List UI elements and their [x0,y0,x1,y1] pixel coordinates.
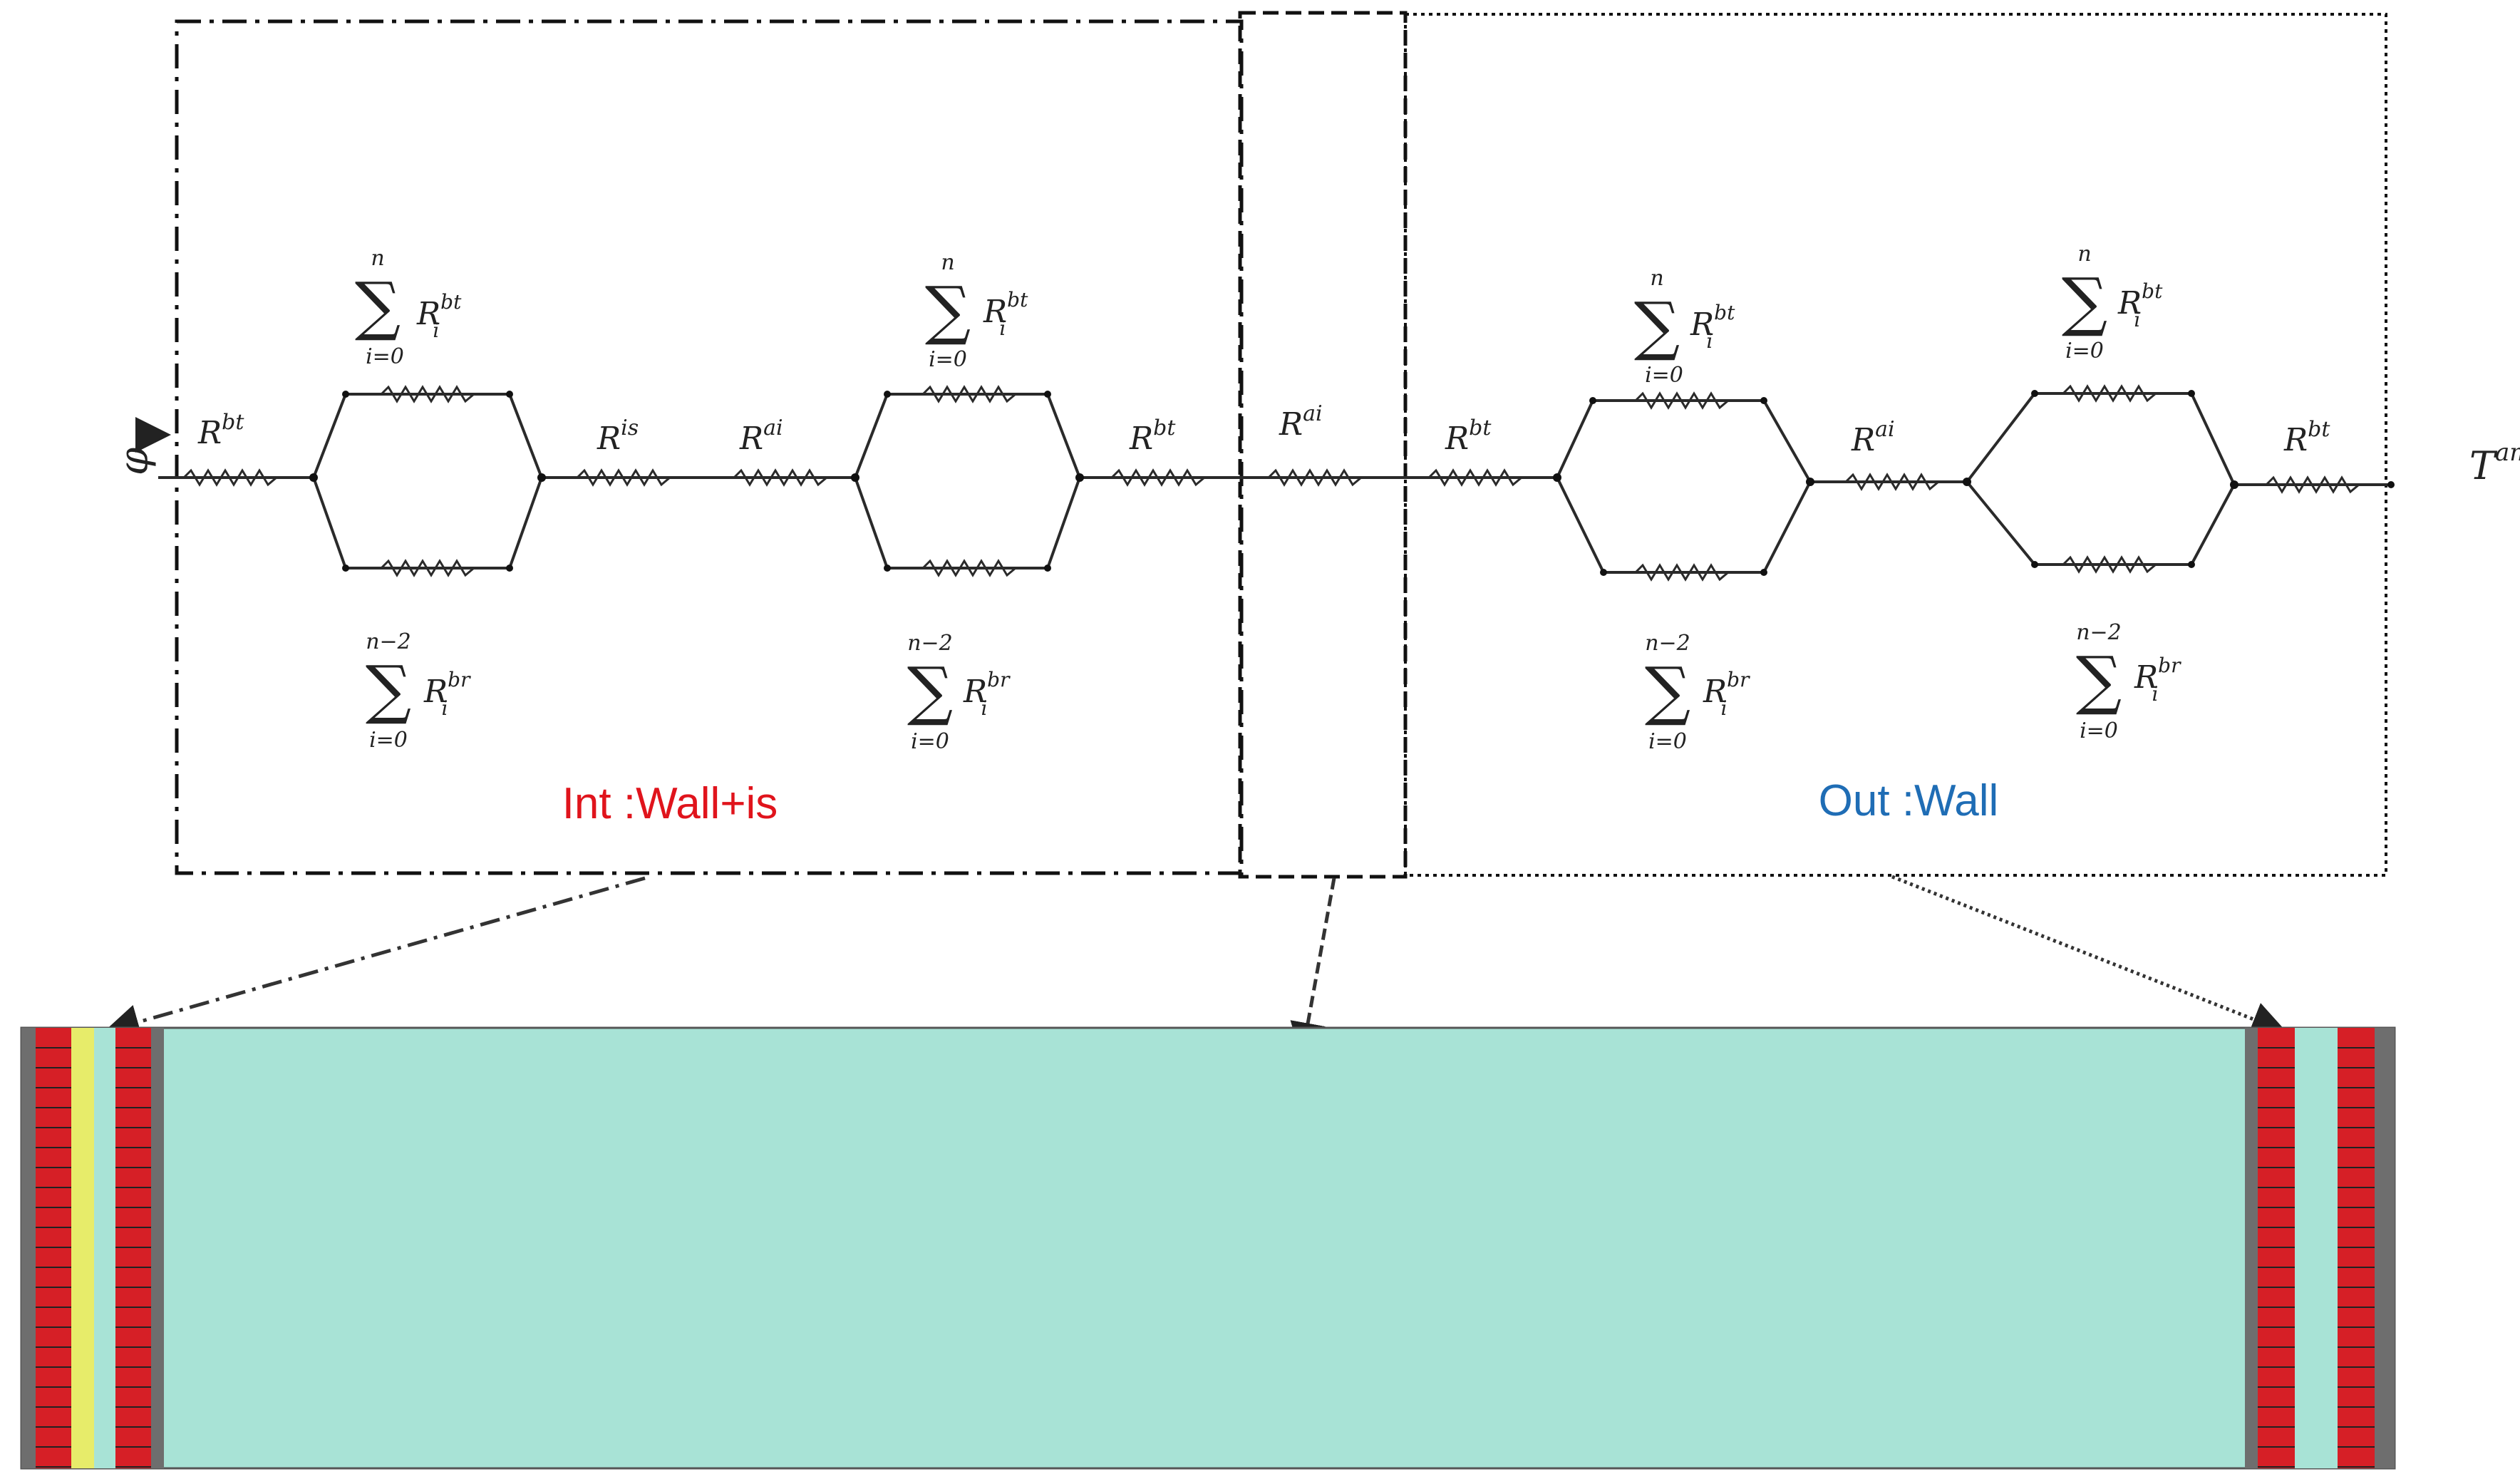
air-gap-layer [20,1026,2396,1470]
svg-text:∑: ∑ [1634,289,1680,364]
outer-edge-left [2245,1028,2258,1468]
outer-gap [2295,1028,2338,1468]
svg-text:i=0: i=0 [911,729,949,754]
resistor-block1-bottom [380,559,475,577]
svg-text:∑: ∑ [355,269,401,344]
resistor-bt-3 [1427,468,1522,487]
svg-text:i=0: i=0 [1648,729,1687,754]
internal-edge-left [21,1028,36,1468]
svg-text:∑: ∑ [925,273,971,348]
svg-text:n−2: n−2 [1645,631,1690,656]
resistor-ai-2 [1844,473,1939,491]
internal-gap [94,1028,115,1468]
outer-group-label: Out :Wall [1819,776,1999,825]
svg-text:i=0: i=0 [1645,363,1683,388]
resistors [182,384,2360,582]
brick-mortar-lines [36,1047,2375,1468]
label-R-ai-1: Rai [739,416,783,457]
label-R-bt-4: Rbt [2283,417,2330,458]
svg-text:∑: ∑ [1645,654,1690,728]
internal-edge-right [151,1028,164,1468]
svg-text:n: n [371,246,384,271]
svg-text:i=0: i=0 [2080,718,2118,743]
wall-cross-section [20,1026,2396,1470]
resistor-ai-gap [1267,468,1362,487]
resistor-block4-bottom [2062,555,2157,574]
connector-arrows [103,875,2288,1058]
label-R-bt-2: Rbt [1129,416,1176,457]
resistor-block2-bottom [921,559,1016,577]
resistor-block3-bottom [1634,563,1729,582]
resistor-block4-top [2062,384,2157,403]
resistor-block3-top [1634,391,1729,410]
circuit-wires [158,392,2391,574]
svg-text:n: n [2077,242,2091,267]
resistor-bt-1 [182,468,277,487]
resistor-bt-4 [2265,475,2360,494]
label-R-ai-2: Rai [1851,417,1895,458]
resistor-is [576,468,671,487]
ambient-temperature-label: Tamb [2469,438,2520,488]
svg-text:i=0: i=0 [369,728,408,753]
svg-text:∑: ∑ [2062,264,2107,339]
outer-wall-box [1404,13,2387,877]
heat-flux-input: φ [111,417,171,475]
resistor-block2-top [921,385,1016,403]
label-R-ai-gap: Rai [1279,401,1323,443]
label-R-bt-3: Rbt [1445,416,1492,457]
outer-edge-right [2375,1028,2395,1468]
internal-group-label: Int :Wall+is [562,779,778,828]
air-gap-box [1238,11,1408,879]
svg-text:n: n [1650,266,1663,291]
svg-text:n: n [941,250,954,275]
insulation-layer [71,1028,94,1468]
svg-text:n−2: n−2 [2076,620,2122,645]
svg-text:n−2: n−2 [907,631,953,656]
internal-wall-box [175,19,1244,875]
junction-nodes [309,390,2395,576]
resistor-bt-2 [1110,468,1205,487]
svg-text:i=0: i=0 [2065,339,2104,364]
svg-text:n−2: n−2 [366,629,411,654]
resistor-ai-1 [733,468,827,487]
svg-text:∑: ∑ [2076,643,2122,718]
resistor-block1-top [380,385,475,403]
resistor-labels: Rbt Ris Rai Rbt Rai Rbt Rai Rbt [197,401,2330,458]
svg-text:i=0: i=0 [366,344,404,369]
svg-text:∑: ∑ [907,654,953,728]
label-R-bt-1: Rbt [197,410,244,451]
phi-symbol: φ [111,448,158,475]
svg-text:i=0: i=0 [929,347,967,372]
label-R-is: Ris [597,416,639,457]
svg-text:∑: ∑ [366,652,411,727]
